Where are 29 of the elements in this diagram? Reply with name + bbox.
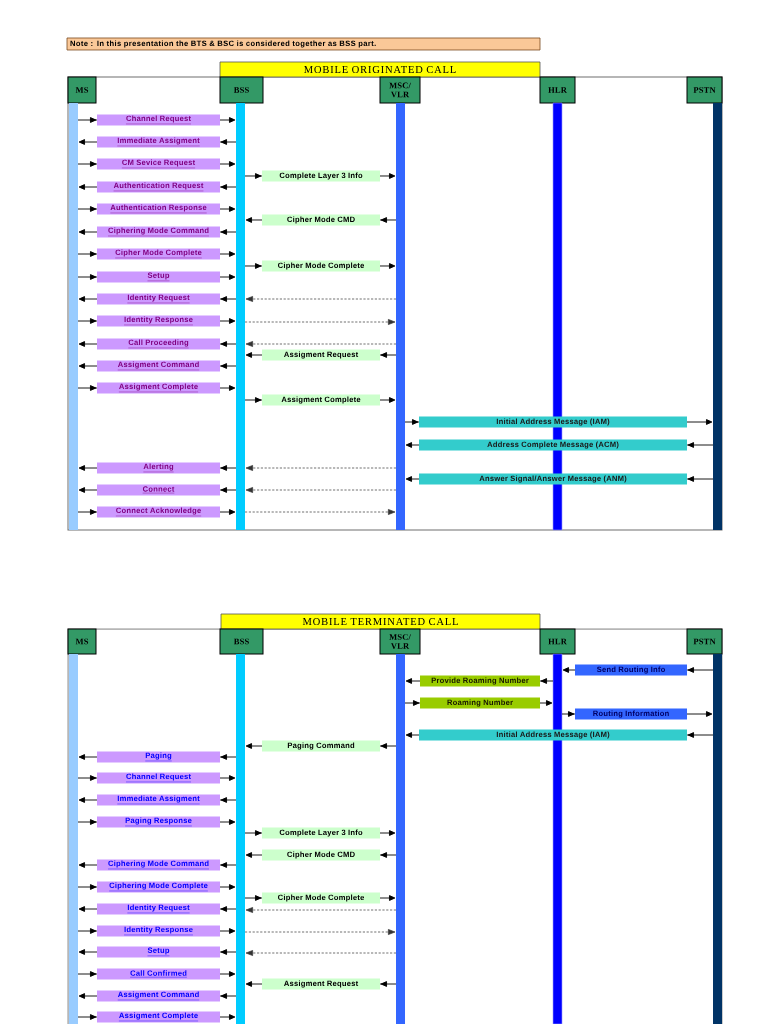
dashed-arrow [244,319,396,325]
lifeline-bar [236,654,245,1024]
dashed-arrow [245,465,397,471]
dashed-arrow [245,341,397,347]
dashed-arrow [245,950,397,956]
entity-box: MSC/ VLR [379,76,421,104]
lifeline-bar [236,103,245,530]
entity-box: BSS [219,628,264,655]
lifeline-bar [396,654,405,1024]
title-band: MOBILE TERMINATED CALL [220,613,541,630]
lifeline-bar [713,103,722,530]
title-band: MOBILE ORIGINATED CALL [219,61,541,78]
lifeline-bar [396,103,405,530]
entity-box: HLR [539,76,576,104]
entity-box: HLR [539,628,576,655]
dashed-arrow [245,487,397,493]
entity-box: BSS [219,76,264,104]
entity-box: MSC/ VLR [379,628,421,655]
lifeline-bar [713,654,722,1024]
entity-box: PSTN [686,628,723,655]
dashed-arrow [244,929,396,935]
lifeline-bar [69,654,78,1024]
entity-box: PSTN [686,76,723,104]
entity-box: MS [67,76,97,104]
lifeline-bar [69,103,78,530]
dashed-arrow [245,907,397,913]
dashed-arrow [245,296,397,302]
dashed-arrow [244,509,396,515]
entity-box: MS [67,628,97,655]
